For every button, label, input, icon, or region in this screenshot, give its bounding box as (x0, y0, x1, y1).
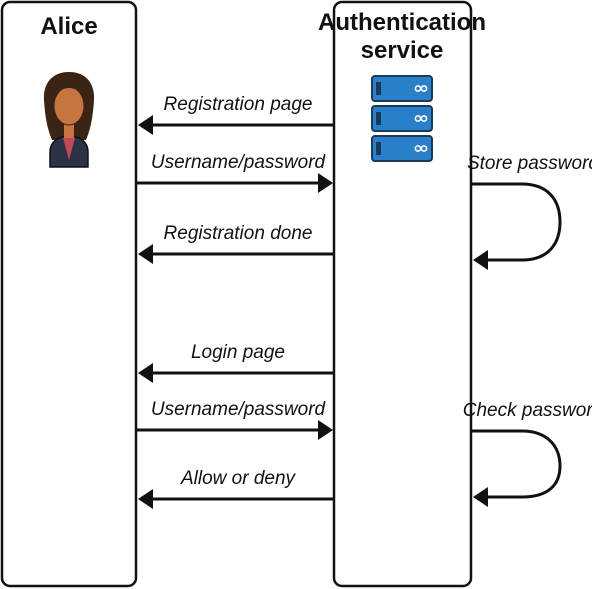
arrowhead-left-icon (138, 115, 153, 135)
person-icon (43, 72, 95, 168)
arrowhead-right-icon (318, 420, 333, 440)
self-message-check-password: Check password (463, 400, 592, 507)
arrowhead-left-icon (138, 489, 153, 509)
self-message-label: Store password (467, 153, 592, 174)
arrowhead-right-icon (318, 173, 333, 193)
message-login-page: Login page (138, 342, 334, 383)
auth-service-lane: Authentication service (318, 0, 486, 588)
alice-lane: Alice (0, 0, 138, 588)
message-username-password-login: Username/password (136, 399, 333, 440)
alice-lifeline-box (0, 0, 138, 588)
auth-service-lifeline-box (332, 0, 473, 588)
message-label: Allow or deny (180, 468, 297, 489)
auth-service-title-line2: service (361, 37, 444, 64)
message-label: Username/password (151, 152, 327, 173)
arrowhead-left-icon (473, 487, 488, 507)
message-username-password-register: Username/password (136, 152, 333, 193)
message-registration-page: Registration page (138, 94, 334, 135)
self-message-label: Check password (463, 400, 592, 421)
message-allow-or-deny: Allow or deny (138, 468, 334, 509)
alice-title: Alice (40, 13, 97, 40)
message-label: Username/password (151, 399, 327, 420)
message-label: Registration page (164, 94, 313, 115)
message-registration-done: Registration done (138, 223, 334, 264)
arrowhead-left-icon (138, 363, 153, 383)
message-label: Login page (191, 342, 285, 363)
auth-service-title-line1: Authentication (318, 9, 486, 36)
self-message-store-password: Store password (467, 153, 592, 270)
arrowhead-left-icon (138, 244, 153, 264)
message-label: Registration done (164, 223, 313, 244)
arrowhead-left-icon (473, 250, 488, 270)
server-rack-icon (371, 75, 433, 162)
